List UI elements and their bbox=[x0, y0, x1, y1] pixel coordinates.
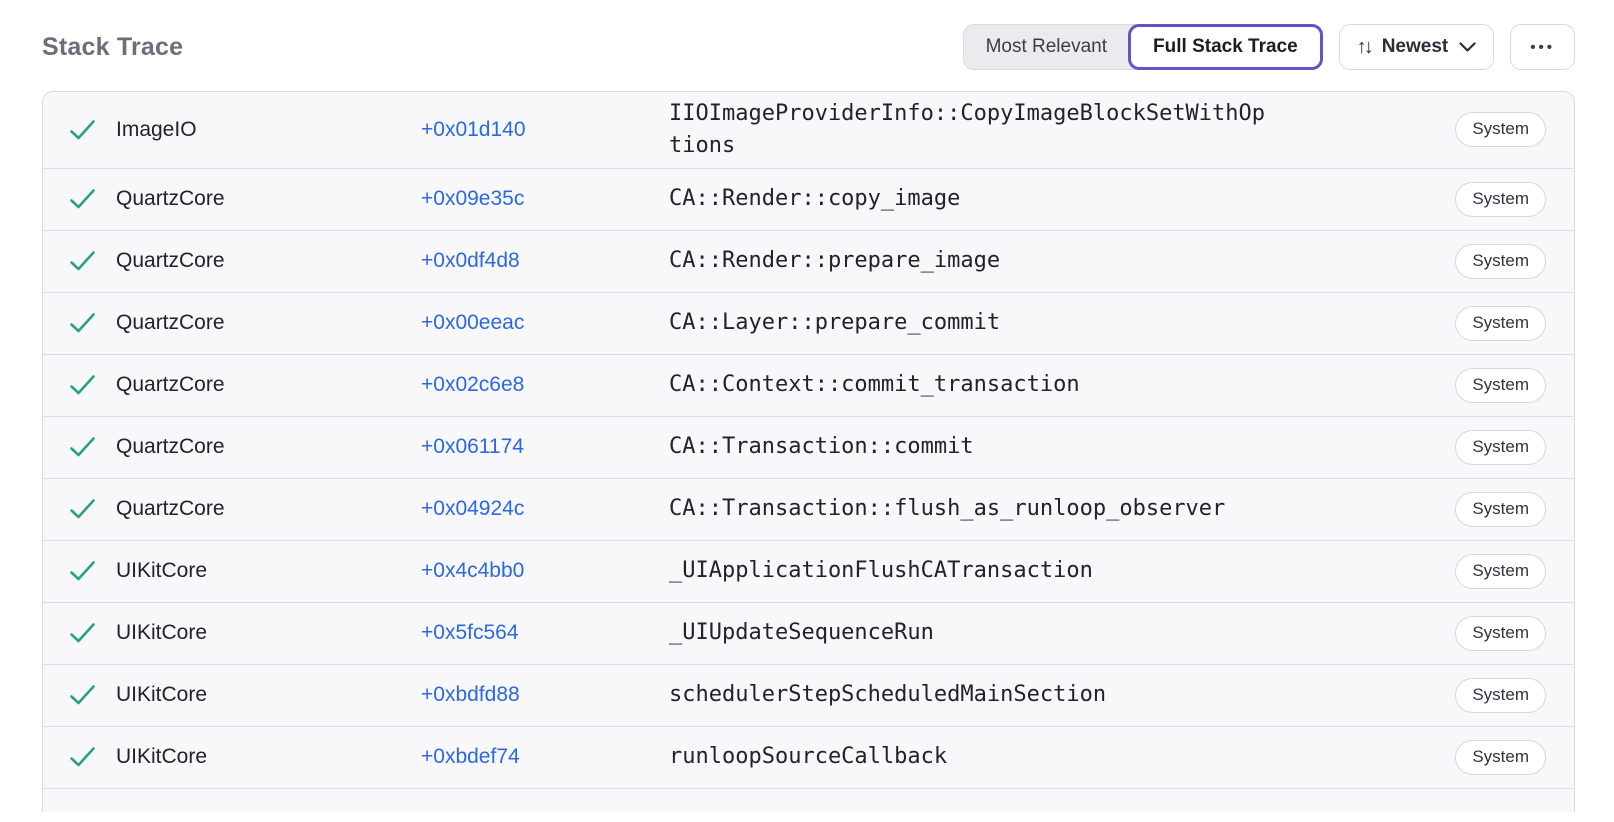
frame-tag: System bbox=[1455, 181, 1546, 217]
stack-frame-row[interactable]: QuartzCore +0x02c6e8 CA::Context::commit… bbox=[43, 353, 1574, 416]
frame-address-link[interactable]: +0x01d140 bbox=[421, 117, 526, 141]
frame-function: CA::Context::commit_transaction bbox=[669, 372, 1080, 398]
module-name: UIKitCore bbox=[116, 683, 208, 707]
sort-button[interactable]: ↑↓ Newest bbox=[1338, 24, 1495, 70]
frame-address-link[interactable]: +0x061174 bbox=[421, 435, 524, 459]
toggle-full-stack-trace[interactable]: Full Stack Trace bbox=[1128, 24, 1323, 70]
module-name: QuartzCore bbox=[116, 249, 225, 273]
frame-tag: System bbox=[1455, 615, 1546, 651]
header-controls: Most Relevant Full Stack Trace ↑↓ Newest… bbox=[962, 24, 1575, 70]
frame-tag-badge: System bbox=[1455, 677, 1546, 713]
chevron-down-icon bbox=[1459, 41, 1476, 53]
frame-tag: System bbox=[1455, 367, 1546, 403]
check-icon bbox=[69, 622, 116, 644]
check-icon bbox=[69, 188, 116, 210]
check-icon bbox=[69, 250, 116, 272]
frame-function: _UIUpdateSequenceRun bbox=[669, 620, 934, 646]
frame-address-link[interactable]: +0x04924c bbox=[421, 497, 525, 521]
module-name: QuartzCore bbox=[116, 497, 225, 521]
page-title: Stack Trace bbox=[42, 32, 184, 61]
check-icon bbox=[69, 119, 116, 141]
panel-header: Stack Trace Most Relevant Full Stack Tra… bbox=[42, 0, 1575, 91]
module-name: UIKitCore bbox=[116, 621, 208, 645]
frame-address-link[interactable]: +0x00eeac bbox=[421, 311, 525, 335]
frame-tag: System bbox=[1455, 553, 1546, 589]
frame-tag-badge: System bbox=[1455, 181, 1546, 217]
stack-frame-row[interactable]: QuartzCore +0x061174 CA::Transaction::co… bbox=[43, 415, 1574, 478]
check-icon bbox=[69, 684, 116, 706]
frame-function: CA::Layer::prepare_commit bbox=[669, 310, 1001, 336]
frame-tag-badge: System bbox=[1455, 615, 1546, 651]
frame-function: schedulerStepScheduledMainSection bbox=[669, 682, 1107, 708]
stack-frame-row[interactable]: QuartzCore +0x09e35c CA::Render::copy_im… bbox=[43, 167, 1574, 230]
frame-tag-badge: System bbox=[1455, 112, 1546, 148]
module-name: ImageIO bbox=[116, 117, 197, 141]
stack-frame-row[interactable]: ImageIO +0x01d140 IIOImageProviderInfo::… bbox=[43, 92, 1574, 168]
stack-frame-row[interactable]: QuartzCore +0x0df4d8 CA::Render::prepare… bbox=[43, 229, 1574, 292]
frame-tag-badge: System bbox=[1455, 429, 1546, 465]
frame-function: IIOImageProviderInfo::CopyImageBlockSetW… bbox=[669, 101, 1266, 158]
more-options-button[interactable]: ••• bbox=[1510, 24, 1575, 70]
frame-address-link[interactable]: +0x5fc564 bbox=[421, 621, 519, 645]
frame-address-link[interactable]: +0x4c4bb0 bbox=[421, 559, 525, 583]
frame-address-link[interactable]: +0x0df4d8 bbox=[421, 249, 520, 273]
stack-frame-row[interactable]: UIKitCore +0xbdef74 runloopSourceCallbac… bbox=[43, 725, 1574, 788]
check-icon bbox=[69, 560, 116, 582]
module-name: UIKitCore bbox=[116, 559, 208, 583]
stack-frame-row[interactable]: UIKitCore +0xbdfd88 schedulerStepSchedul… bbox=[43, 663, 1574, 726]
frame-function: CA::Transaction::flush_as_runloop_observ… bbox=[669, 496, 1226, 522]
check-icon bbox=[69, 374, 116, 396]
frame-tag: System bbox=[1455, 491, 1546, 527]
sort-arrows-icon: ↑↓ bbox=[1356, 35, 1374, 58]
frame-function: runloopSourceCallback bbox=[669, 744, 948, 770]
check-icon bbox=[69, 436, 116, 458]
frame-address-link[interactable]: +0x02c6e8 bbox=[421, 373, 525, 397]
stack-frame-row[interactable]: QuartzCore +0x04924c CA::Transaction::fl… bbox=[43, 477, 1574, 540]
frame-address-link[interactable]: +0xbdef74 bbox=[421, 745, 520, 769]
frame-address-link[interactable]: +0xbdfd88 bbox=[421, 683, 520, 707]
sort-button-label: Newest bbox=[1381, 36, 1449, 57]
frame-address-link[interactable]: +0x09e35c bbox=[421, 187, 525, 211]
frame-tag-badge: System bbox=[1455, 367, 1546, 403]
stack-frame-row[interactable]: QuartzCore +0x00eeac CA::Layer::prepare_… bbox=[43, 291, 1574, 354]
frame-tag: System bbox=[1455, 305, 1546, 341]
frame-tag-badge: System bbox=[1455, 243, 1546, 279]
frame-function: CA::Transaction::commit bbox=[669, 434, 974, 460]
stack-trace-list: ImageIO +0x01d140 IIOImageProviderInfo::… bbox=[42, 91, 1575, 812]
module-name: QuartzCore bbox=[116, 311, 225, 335]
check-icon bbox=[69, 746, 116, 768]
stack-frame-row[interactable]: UIKitCore +0x5fc564 _UIUpdateSequenceRun… bbox=[43, 601, 1574, 664]
frame-tag: System bbox=[1455, 429, 1546, 465]
frame-tag-badge: System bbox=[1455, 739, 1546, 775]
frame-tag-badge: System bbox=[1455, 553, 1546, 589]
module-name: QuartzCore bbox=[116, 187, 225, 211]
frame-tag: System bbox=[1455, 243, 1546, 279]
frame-function: CA::Render::copy_image bbox=[669, 186, 961, 212]
frame-tag-badge: System bbox=[1455, 491, 1546, 527]
module-name: QuartzCore bbox=[116, 373, 225, 397]
frame-tag: System bbox=[1455, 739, 1546, 775]
frame-function: CA::Render::prepare_image bbox=[669, 248, 1001, 274]
toggle-most-relevant[interactable]: Most Relevant bbox=[985, 36, 1108, 57]
frame-tag: System bbox=[1455, 677, 1546, 713]
stack-frame-row[interactable]: UIKitCore +0x4c4bb0 _UIApplicationFlushC… bbox=[43, 539, 1574, 602]
check-icon bbox=[69, 498, 116, 520]
frame-tag-badge: System bbox=[1455, 305, 1546, 341]
module-name: QuartzCore bbox=[116, 435, 225, 459]
module-name: UIKitCore bbox=[116, 745, 208, 769]
check-icon bbox=[69, 312, 116, 334]
frame-function: _UIApplicationFlushCATransaction bbox=[669, 558, 1093, 584]
partial-next-row bbox=[43, 787, 1574, 812]
view-toggle: Most Relevant Full Stack Trace bbox=[962, 24, 1323, 70]
ellipsis-icon: ••• bbox=[1530, 38, 1555, 56]
frame-tag: System bbox=[1455, 112, 1546, 148]
